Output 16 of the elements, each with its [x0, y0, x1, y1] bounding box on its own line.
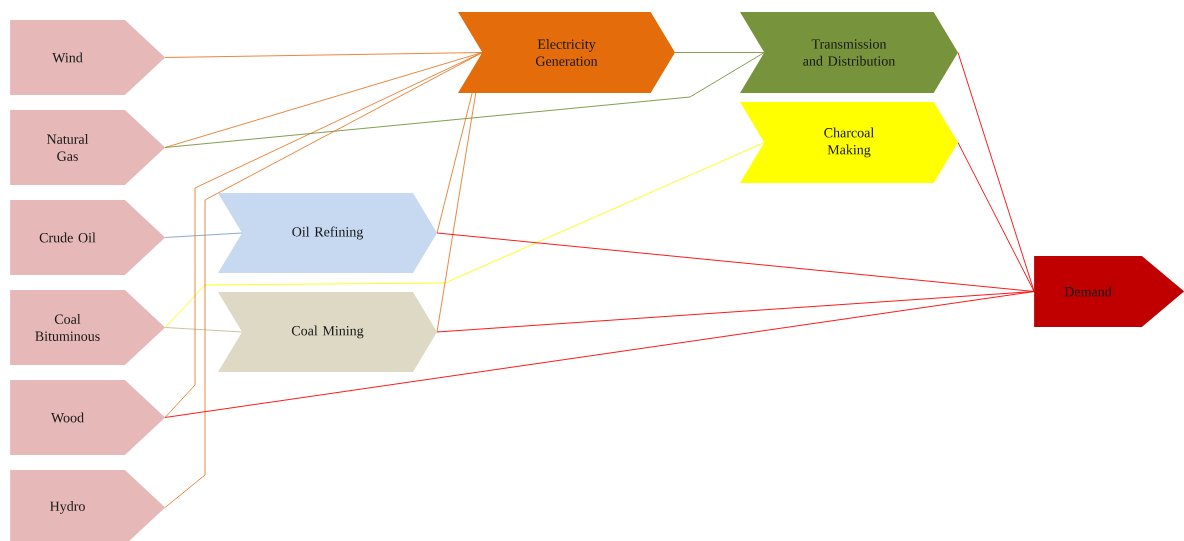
connector-line: [957, 142, 1035, 292]
process-hexagon: Oil Refining: [218, 193, 437, 273]
process-hexagon: Electricity Generation: [458, 12, 675, 93]
connector-line: [957, 52, 1035, 292]
connector-line: [164, 232, 243, 238]
connector-line: [164, 327, 243, 333]
connector-line: [164, 142, 765, 328]
connector-line: [164, 52, 765, 148]
connector-line: [164, 52, 483, 508]
connector-line: [164, 52, 483, 148]
process-hexagon: Coal Mining: [218, 292, 437, 372]
process-hexagon: Charcoal Making: [740, 102, 958, 183]
process-hexagon: Transmission and Distribution: [740, 12, 958, 93]
connector-line: [164, 291, 1035, 418]
connector-line: [164, 52, 483, 58]
connector-line: [674, 52, 765, 53]
